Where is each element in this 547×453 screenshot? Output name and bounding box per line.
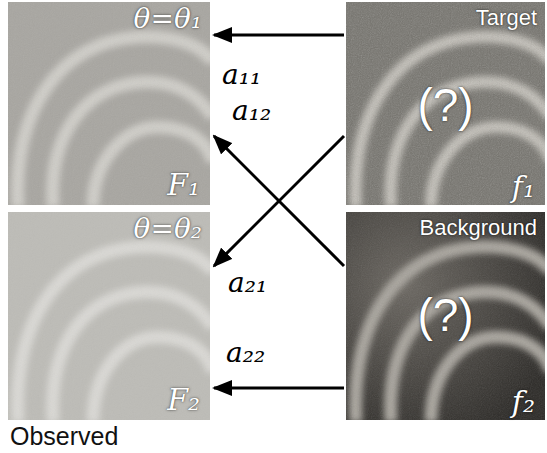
source-symbol: f₁ [512, 170, 535, 203]
angle-label: θ=θ₁ [134, 4, 202, 35]
column-caption: Observed [10, 423, 118, 451]
target-image [346, 2, 545, 205]
image-panel: Target (?) f₁ [346, 2, 545, 205]
unknown-mark: (?) [417, 290, 473, 341]
coefficient-label: a₁₂ [232, 96, 271, 127]
observed-image-2 [8, 212, 210, 420]
image-panel: θ=θ₁ F₁ [8, 2, 210, 205]
mixing-arrow [214, 136, 344, 266]
mixing-arrow [214, 136, 344, 266]
coefficient-label: a₂₂ [226, 338, 265, 369]
observed-symbol: F₁ [167, 168, 200, 201]
panel-title: Target [476, 6, 537, 30]
observed-symbol: F₂ [167, 383, 200, 416]
image-panel: Background (?) f₂ [346, 212, 545, 420]
panel-title: Background [420, 216, 537, 240]
observed-image-1 [8, 2, 210, 205]
coefficient-label: a₁₁ [222, 60, 261, 91]
coefficient-label: a₂₁ [228, 268, 267, 299]
background-image [346, 212, 545, 420]
angle-label: θ=θ₂ [134, 214, 202, 245]
mixing-arrow [214, 34, 344, 37]
unknown-mark: (?) [417, 80, 473, 131]
mixing-arrow [214, 387, 344, 390]
image-panel: θ=θ₂ F₂ [8, 212, 210, 420]
source-symbol: f₂ [512, 385, 535, 418]
